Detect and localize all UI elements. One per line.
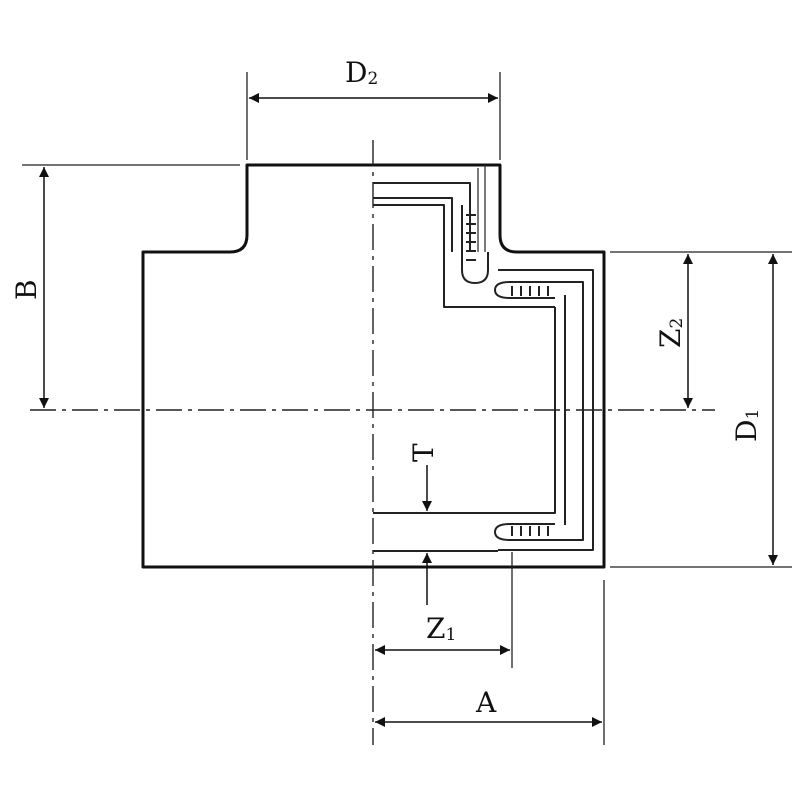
label-a: A xyxy=(475,686,497,719)
thread-top xyxy=(461,205,489,284)
branch-socket xyxy=(373,165,555,308)
label-z2: Z2 xyxy=(654,318,687,348)
extension-lines xyxy=(22,72,792,745)
label-t: T xyxy=(407,443,440,462)
label-d1: D1 xyxy=(730,409,763,442)
thread-right-upper xyxy=(494,281,555,299)
thread-right-lower xyxy=(494,523,555,541)
fitting-outline xyxy=(141,163,606,569)
label-z1: Z1 xyxy=(426,612,456,645)
label-d2: D2 xyxy=(345,56,378,89)
label-b: B xyxy=(10,279,43,300)
